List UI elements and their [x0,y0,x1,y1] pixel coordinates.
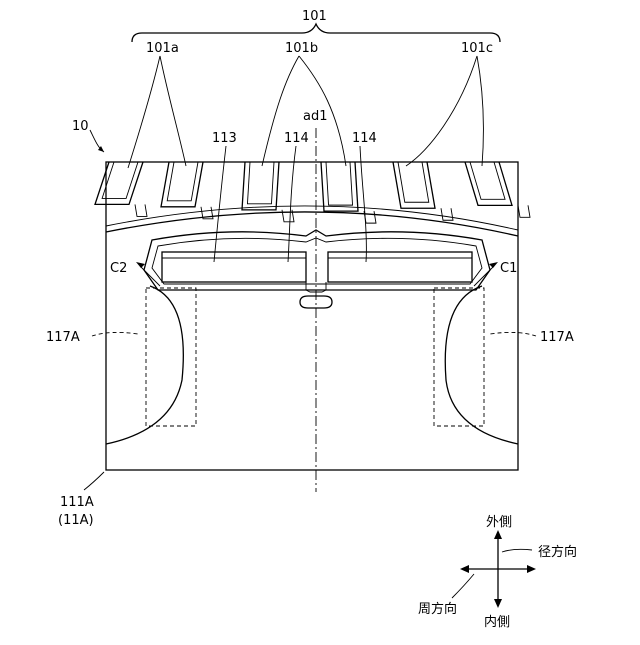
arrow-c1-head [489,262,498,268]
legend-inner: 内側 [484,614,510,630]
region-117a-right [445,286,518,444]
legend-up-arrowhead [494,530,502,539]
leaders-113-114 [214,146,366,262]
magnet-housing-outer [144,230,490,290]
arrow-c2 [140,266,160,286]
teeth-group [95,162,530,223]
legend-outer: 外側 [486,515,512,530]
legend-right-arrowhead [527,565,536,573]
stator-tooth-tip [135,204,147,216]
arrow-c2-head [136,262,145,268]
region-117a-right-dashed [434,288,484,426]
label-101b: 101b [285,41,318,56]
magnet-right [328,252,472,282]
leader-111a [84,472,104,490]
label-ad1: ad1 [303,109,328,124]
legend-down-arrowhead [494,599,502,608]
label-101c: 101c [461,41,493,56]
plate-outline [106,162,518,470]
region-117a-left-dashed [146,288,196,426]
label-114-right: 114 [352,131,377,146]
brace-101 [132,24,500,42]
region-117a-left [106,286,183,444]
label-117a-right: 117A [540,330,574,345]
stator-tooth-tip [441,208,453,220]
leader-117a-left [92,332,138,336]
direction-legend: 外側 内側 径方向 周方向 [418,515,577,630]
stator-slot-insulation [247,162,274,204]
label-11a: (11A) [58,513,94,528]
legend-radial: 径方向 [538,544,577,560]
label-111a: 111A [60,495,94,510]
core-inner-arc [106,206,518,230]
stator-tooth-tip [364,211,376,223]
label-113: 113 [212,131,237,146]
legend-circ-leader [452,574,474,598]
label-117a-left: 117A [46,330,80,345]
legend-left-arrowhead [460,565,469,573]
label-114-left: 114 [284,131,309,146]
magnet-housing-inner [152,238,482,284]
magnet-left [162,252,306,282]
arrow-c1 [474,266,494,286]
label-101a: 101a [146,41,179,56]
stator-slot-insulation [398,162,429,202]
stator-slot-insulation [326,162,353,205]
legend-radial-leader [502,549,532,552]
label-c1: C1 [500,261,517,276]
leader-117a-right [490,332,536,336]
label-10: 10 [72,119,89,134]
label-c2: C2 [110,261,127,276]
label-101: 101 [302,9,327,24]
stator-tooth-tip [518,205,530,217]
stator-slot-insulation [470,162,505,199]
legend-circumferential: 周方向 [418,601,457,617]
stator-slot-insulation [167,162,198,201]
